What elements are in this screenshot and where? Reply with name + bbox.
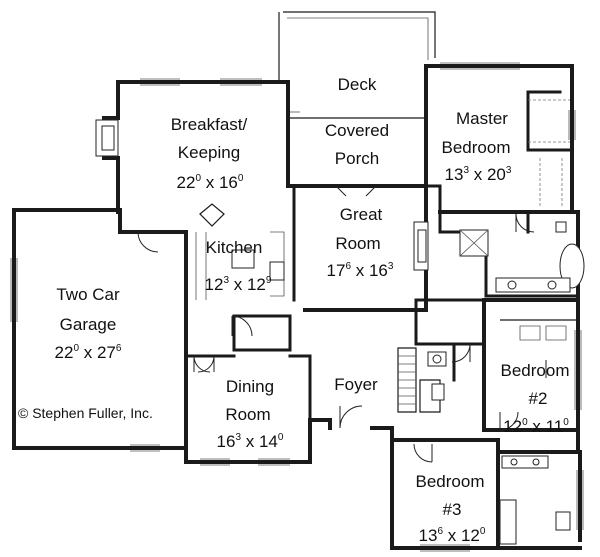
powder-room-fixtures — [427, 351, 447, 401]
covered-porch-label-line2: Porch — [335, 149, 379, 168]
bedroom2-closet — [500, 319, 578, 341]
door-swings — [137, 185, 547, 463]
room-breakfast-keeping: Breakfast/ Keeping 220 x 160 — [171, 115, 248, 192]
room-deck: Deck — [338, 75, 377, 94]
fireplace-great-room — [413, 221, 429, 271]
bedroom2-label-line1: Bedroom — [501, 361, 570, 380]
room-garage: Two Car Garage 220 x 276 — [55, 285, 122, 362]
breakfast-label-line1: Breakfast/ — [171, 115, 248, 134]
bedroom2-label-line2: #2 — [529, 389, 548, 408]
kitchen-label: Kitchen — [206, 238, 263, 257]
breakfast-label-line2: Keeping — [178, 143, 240, 162]
garage-label-line1: Two Car — [56, 285, 120, 304]
copyright-notice: © Stephen Fuller, Inc. — [18, 405, 153, 421]
kitchen-dimensions: 123 x 129 — [205, 275, 272, 294]
room-kitchen: Kitchen 123 x 129 — [205, 238, 272, 294]
dining-label-line1: Dining — [226, 377, 274, 396]
great-room-label-line1: Great — [340, 205, 383, 224]
deck-outline — [278, 11, 436, 80]
bedroom3-label-line1: Bedroom — [416, 472, 485, 491]
foyer-label: Foyer — [334, 375, 378, 394]
bedroom3-dimensions: 136 x 120 — [419, 526, 486, 545]
great-room-label-line2: Room — [335, 234, 380, 253]
covered-porch-label-line1: Covered — [325, 121, 389, 140]
dining-label-line2: Room — [225, 405, 270, 424]
fireplace-breakfast — [95, 119, 119, 157]
room-master-bedroom: Master Bedroom 133 x 203 — [442, 109, 512, 184]
covered-porch-outline — [290, 111, 428, 119]
master-label-line1: Master — [456, 109, 508, 128]
master-label-line2: Bedroom — [442, 138, 511, 157]
windows — [10, 62, 584, 552]
master-dimensions: 133 x 203 — [445, 165, 512, 184]
garage-dimensions: 220 x 276 — [55, 343, 122, 362]
staircase — [397, 347, 441, 413]
dining-dimensions: 163 x 140 — [217, 432, 284, 451]
breakfast-dimensions: 220 x 160 — [177, 173, 244, 192]
shared-bath-fixtures — [499, 455, 571, 545]
master-closets — [528, 99, 570, 206]
deck-label: Deck — [338, 75, 377, 94]
master-bath-fixtures — [459, 221, 585, 293]
garage-label-line2: Garage — [60, 315, 117, 334]
room-bedroom-3: Bedroom #3 136 x 120 — [416, 472, 486, 545]
bedroom3-label-line2: #3 — [443, 500, 462, 519]
room-dining: Dining Room 163 x 140 — [217, 377, 284, 451]
bedroom2-dimensions: 120 x 110 — [503, 417, 569, 436]
room-bedroom-2: Bedroom #2 120 x 110 — [501, 361, 570, 436]
room-great-room: Great Room 176 x 163 — [327, 205, 394, 280]
room-covered-porch: Covered Porch — [325, 121, 389, 168]
kitchen-counters — [195, 203, 285, 300]
great-room-dimensions: 176 x 163 — [327, 261, 394, 280]
room-foyer: Foyer — [334, 375, 378, 394]
